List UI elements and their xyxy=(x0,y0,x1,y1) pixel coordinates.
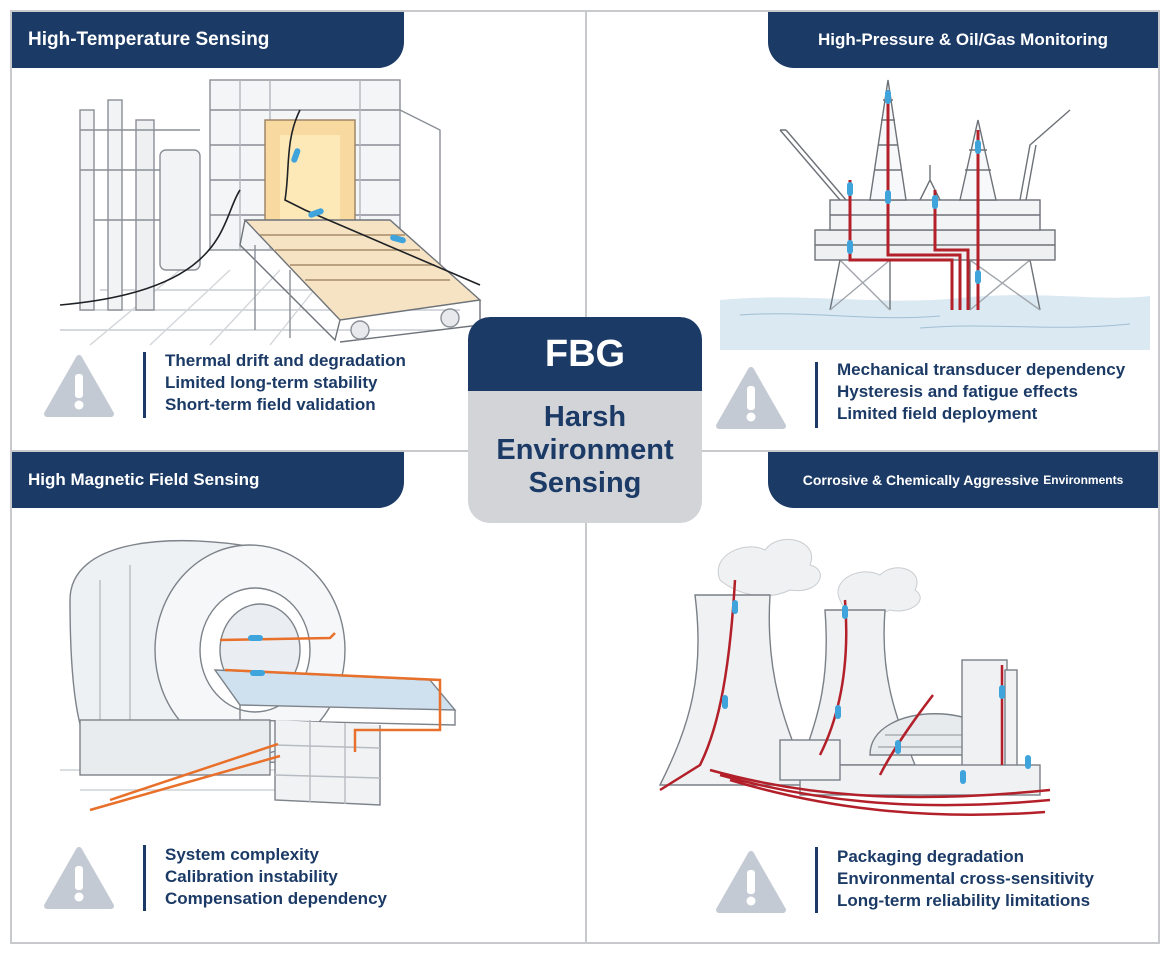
panel-title-tail: Environments xyxy=(1043,473,1124,487)
list-item: Mechanical transducer dependency xyxy=(837,360,1126,379)
list-item: System complexity xyxy=(165,845,320,864)
panel-title-high-temperature: High-Temperature Sensing xyxy=(12,12,404,68)
warning-triangle-icon xyxy=(44,355,114,417)
limitations-list-corrosive: Packaging degradation Environmental cros… xyxy=(837,846,1094,912)
nuclear-plant-illustration xyxy=(658,538,1051,816)
limitations-list-high-magnetic: System complexity Calibration instabilit… xyxy=(165,844,387,910)
panel-title-corrosive-environments: Corrosive & Chemically Aggressive Enviro… xyxy=(768,452,1158,508)
panel-title-main: Corrosive & Chemically Aggressive xyxy=(802,472,1039,488)
warning-triangle-icon xyxy=(716,851,786,913)
list-item: Environmental cross-sensitivity xyxy=(837,869,1094,888)
center-badge: FBG Harsh Environment Sensing xyxy=(468,317,702,523)
mri-scanner-illustration xyxy=(60,539,457,812)
panel-title-high-pressure-oil-gas: High-Pressure & Oil/Gas Monitoring xyxy=(768,12,1158,68)
oil-rig-illustration xyxy=(720,79,1150,350)
list-divider-bar xyxy=(815,362,818,428)
list-divider-bar xyxy=(143,352,146,418)
center-subtitle-line: Environment xyxy=(496,434,674,466)
list-item: Limited field deployment xyxy=(837,404,1038,423)
panel-title-high-magnetic-field: High Magnetic Field Sensing xyxy=(12,452,404,508)
center-subtitle-line: Harsh xyxy=(543,401,627,433)
list-item: Calibration instability xyxy=(165,867,338,886)
center-subtitle-line: Sensing xyxy=(528,467,642,499)
list-divider-bar xyxy=(143,845,146,911)
list-item: Hysteresis and fatigue effects xyxy=(837,382,1078,401)
list-item: Limited long-term stability xyxy=(165,373,378,392)
furnace-illustration xyxy=(60,79,482,346)
center-subtitle: Harsh Environment Sensing xyxy=(468,391,702,500)
limitations-list-high-pressure: Mechanical transducer dependency Hystere… xyxy=(837,359,1125,425)
warning-triangle-icon xyxy=(716,367,786,429)
list-item: Packaging degradation xyxy=(837,847,1025,866)
list-item: Thermal drift and degradation xyxy=(165,351,406,370)
list-item: Compensation dependency xyxy=(165,889,387,908)
warning-triangle-icon xyxy=(44,847,114,909)
list-divider-bar xyxy=(815,847,818,913)
list-item: Long-term reliability limitations xyxy=(837,891,1091,910)
center-heading: FBG xyxy=(468,317,702,391)
limitations-list-high-temperature: Thermal drift and degradation Limited lo… xyxy=(165,350,406,416)
list-item: Short-term field validation xyxy=(165,395,376,414)
